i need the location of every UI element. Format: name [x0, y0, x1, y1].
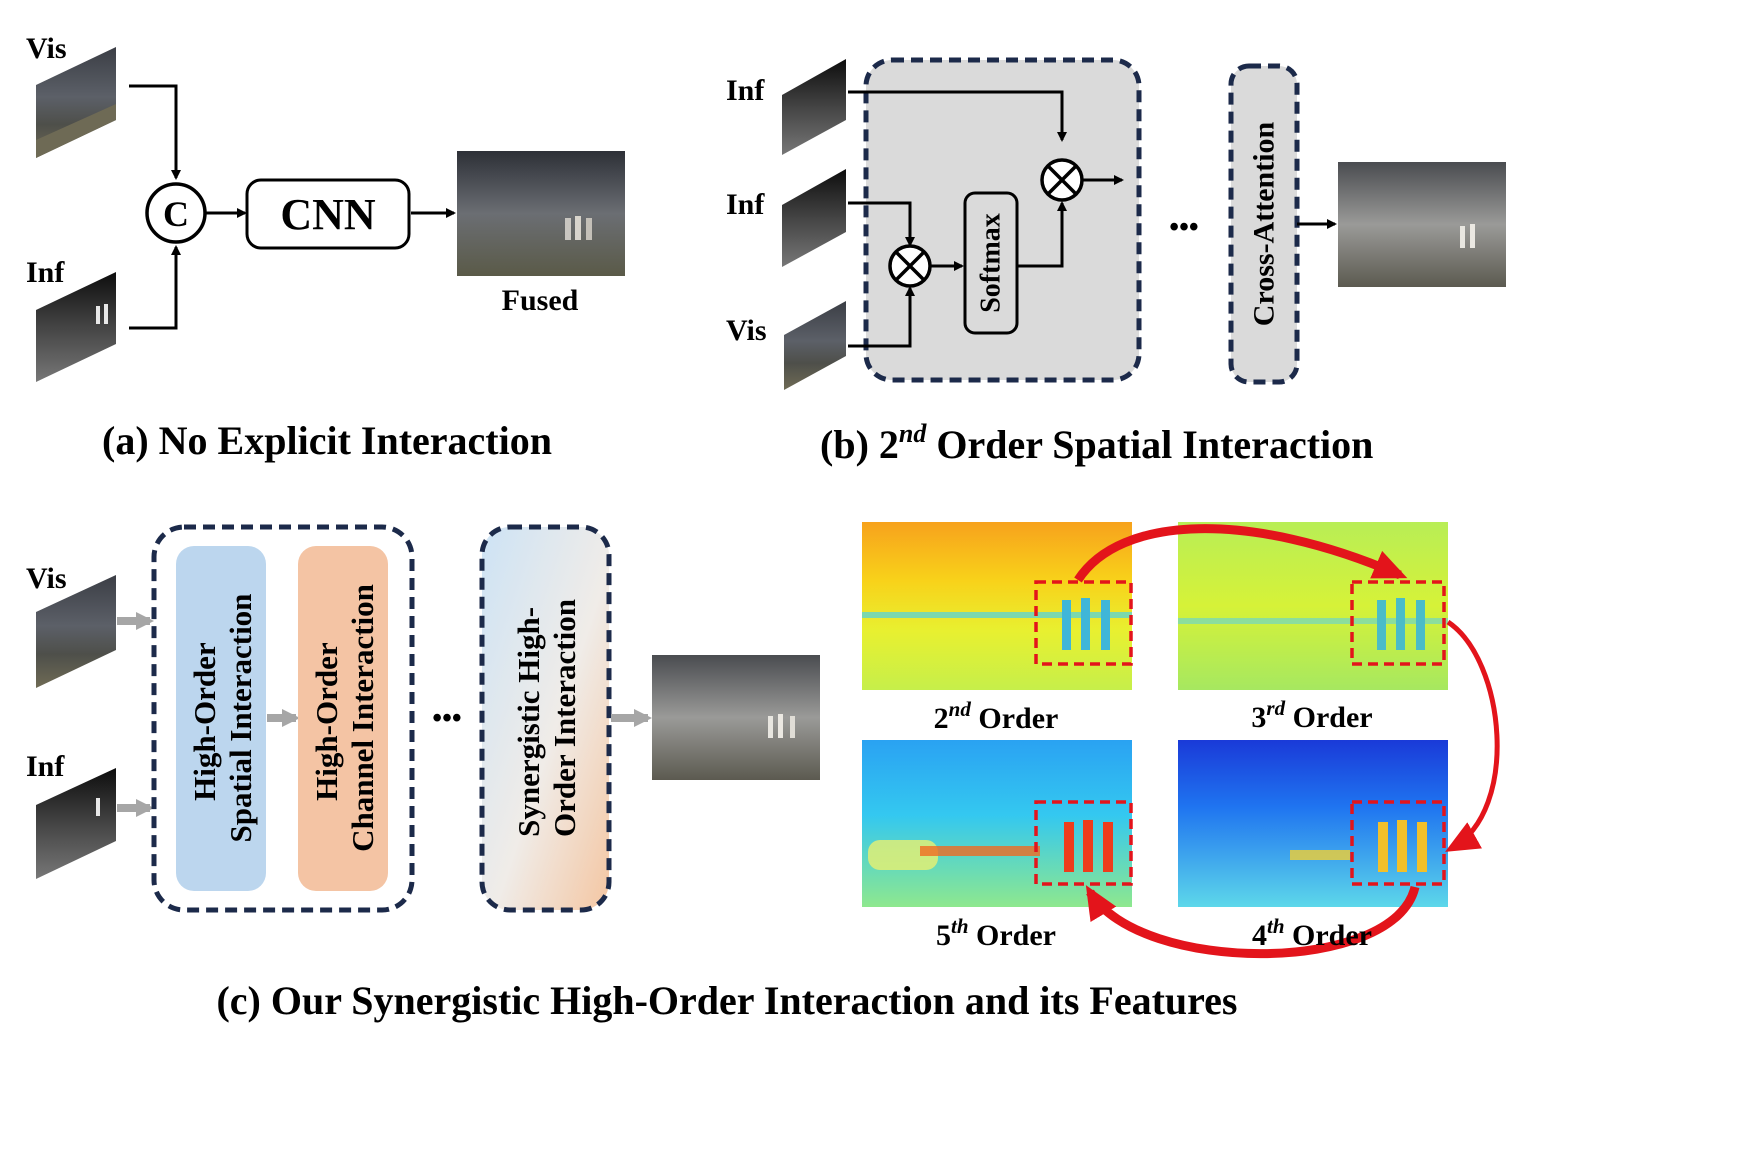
feature-map-2nd: [862, 522, 1133, 690]
channel-label-line2: Channel Interaction: [345, 584, 380, 852]
vis-to-multiply-arrow: [848, 286, 915, 348]
panel-b: Inf Inf Vis Softmax: [726, 57, 1506, 467]
inf-image-b2: [782, 169, 846, 267]
vis-to-concat-arrow: [129, 84, 181, 180]
inf-label-b2: Inf: [726, 188, 765, 221]
fused-image-a: [457, 151, 625, 276]
vis-image-c: [36, 575, 116, 688]
multiply-circle-icon: [888, 244, 932, 288]
channel-label-line1: High-Order: [309, 642, 344, 801]
highlight-box: [1350, 580, 1446, 666]
svg-text:(b) 2nd Order Spatial Interact: (b) 2nd Order Spatial Interaction: [820, 419, 1373, 467]
cnn-label: CNN: [280, 190, 376, 239]
spatial-interaction-box: High-Order Spatial Interaction: [176, 546, 266, 891]
feature-map-3rd: [1178, 522, 1448, 690]
ellipsis-c: •••: [432, 703, 461, 734]
synergistic-label-line1: Synergistic High-: [511, 607, 546, 837]
order-label-2nd: 2nd Order: [934, 697, 1059, 735]
inf2-to-multiply-arrow: [848, 201, 915, 247]
caption-b-sup: nd: [899, 419, 927, 448]
inf-label-c: Inf: [26, 750, 65, 783]
cnn-box: CNN: [245, 178, 411, 250]
fused-image-b: [1338, 162, 1506, 287]
inf-image-b1: [782, 59, 846, 155]
vis-label-b: Vis: [726, 314, 767, 347]
concat-circle-icon: C: [145, 182, 207, 244]
svg-text:Synergistic High- Orde: Synergistic High- Order Interaction: [511, 599, 582, 837]
spatial-label-line2: Spatial Interaction: [223, 594, 258, 843]
inf1-to-multiply-arrow: [848, 90, 1067, 142]
vis-label-c: Vis: [26, 562, 67, 595]
cross-attention-box: Cross-Attention: [1228, 63, 1300, 385]
highlight-box: [1350, 800, 1446, 886]
spatial-label-line1: High-Order: [187, 642, 222, 801]
inf-label-a: Inf: [26, 256, 65, 289]
vis-image-b: [784, 301, 846, 390]
order-arrow-3-to-4: [1445, 619, 1500, 852]
svg-text:High-Order Channel Int: High-Order Channel Interaction: [309, 584, 380, 852]
concat-label: C: [163, 194, 189, 234]
softmax-to-multiply-arrow: [1017, 201, 1067, 268]
highlight-box: [1034, 580, 1133, 666]
svg-text:High-Order Spatial Int: High-Order Spatial Interaction: [187, 594, 258, 843]
caption-a: (a) No Explicit Interaction: [102, 418, 552, 463]
order-label-4th: 4th Order: [1252, 914, 1372, 952]
inf-to-concat-arrow: [129, 245, 181, 330]
fused-label: Fused: [502, 284, 579, 317]
feature-map-5th: [862, 740, 1133, 907]
caption-b-prefix: (b) 2: [820, 422, 899, 467]
caption-b: (b) 2nd Order Spatial Interaction: [820, 419, 1373, 467]
fused-image-c: [652, 655, 820, 780]
caption-c: (c) Our Synergistic High-Order Interacti…: [216, 978, 1237, 1023]
synergistic-interaction-box: Synergistic High- Order Interaction: [479, 524, 612, 913]
order-label-3rd: 3rd Order: [1251, 696, 1372, 734]
ellipsis-b: •••: [1169, 212, 1198, 243]
cross-attention-label: Cross-Attention: [1248, 121, 1281, 326]
panel-a: Vis Inf C CNN Fused (a) No Ex: [26, 32, 625, 463]
order-arrow-2-to-3: [1074, 524, 1408, 583]
caption-b-suffix: Order Spatial Interaction: [926, 422, 1373, 467]
order-label-5th: 5th Order: [936, 914, 1056, 952]
inf-image-a: [36, 272, 116, 382]
inf-image-c: [36, 768, 116, 879]
channel-interaction-box: High-Order Channel Interaction: [298, 546, 388, 891]
feature-map-4th: [1178, 740, 1448, 907]
vis-image-a: [36, 47, 116, 158]
softmax-box: Softmax: [963, 191, 1019, 335]
synergistic-label-line2: Order Interaction: [547, 599, 582, 837]
multiply-circle-icon: [1040, 158, 1084, 202]
softmax-label: Softmax: [976, 213, 1007, 313]
panel-c: Vis Inf High-Order Spatial Interaction H…: [26, 522, 1500, 1023]
order-arrow-4-to-5: [1085, 885, 1420, 959]
inf-label-b1: Inf: [726, 74, 765, 107]
highlight-box: [1034, 800, 1133, 886]
vis-label-a: Vis: [26, 32, 67, 65]
